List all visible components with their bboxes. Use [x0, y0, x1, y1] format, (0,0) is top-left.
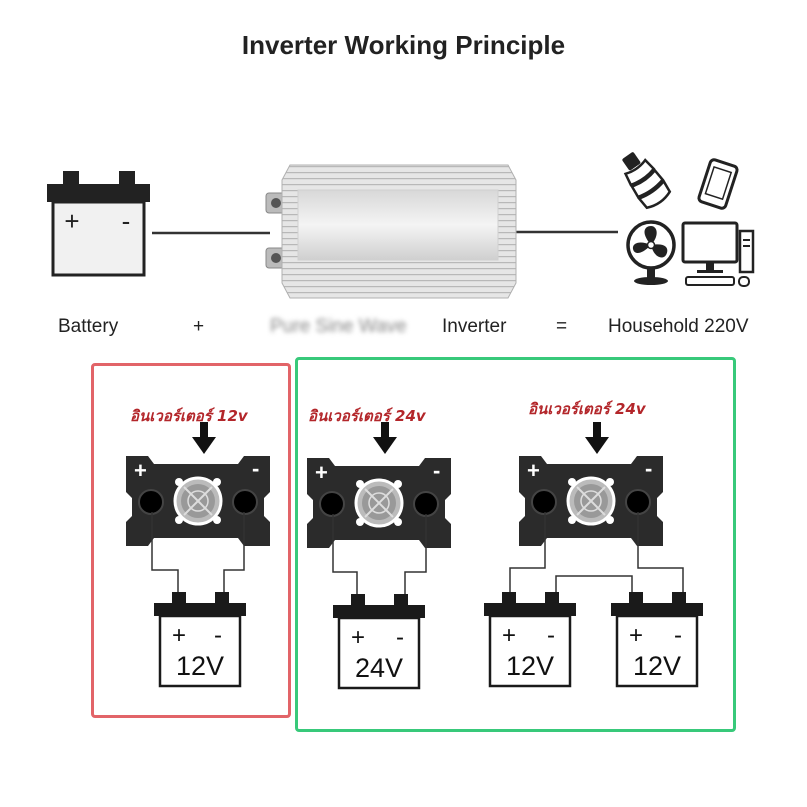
- inverter-device-icon: [265, 164, 517, 299]
- label-blurred-brand: Pure Sine Wave: [270, 316, 407, 337]
- battery-minus-sign: -: [674, 622, 682, 649]
- label-inverter: Inverter: [442, 316, 507, 337]
- arrow-down-icon: [192, 422, 216, 454]
- inverter-plus-sign: +: [527, 458, 540, 483]
- battery-voltage: 12V: [632, 651, 682, 681]
- battery-minus-sign: -: [547, 622, 555, 649]
- wire-negative: [637, 512, 684, 594]
- config-label-12v: อินเวอร์เตอร์ 12v: [130, 407, 248, 425]
- battery-minus-sign: -: [396, 624, 404, 651]
- config-label-24v-single: อินเวอร์เตอร์ 24v: [308, 407, 426, 425]
- wire-positive: [332, 514, 358, 596]
- inverter-minus-sign: -: [433, 458, 441, 483]
- frame-single-battery: [91, 363, 291, 718]
- wire-positive: [509, 512, 546, 594]
- battery-plus-sign: +: [172, 622, 187, 649]
- battery-plus-sign: +: [502, 622, 517, 649]
- arrow-down-icon: [585, 422, 609, 454]
- smartphone-icon: [697, 158, 739, 210]
- arrow-down-icon: [373, 422, 397, 454]
- inverter-24v: [305, 456, 453, 550]
- inverter-minus-sign: -: [645, 456, 653, 481]
- battery-plus-sign: +: [351, 624, 366, 651]
- inverter-plus-sign: +: [134, 458, 147, 483]
- label-equals: =: [556, 316, 568, 337]
- car-battery-icon: + -: [47, 171, 150, 277]
- inverter-plus-sign: +: [315, 460, 328, 485]
- config-label-24v-series: อินเวอร์เตอร์ 24v: [528, 400, 646, 418]
- label-plus: +: [193, 316, 205, 337]
- inverter-minus-sign: -: [252, 456, 260, 481]
- battery-plus-sign: +: [629, 622, 644, 649]
- desktop-computer-icon: [681, 221, 755, 287]
- label-battery: Battery: [58, 316, 119, 337]
- battery-minus-sign: -: [214, 622, 222, 649]
- inverter-24v-series: [517, 454, 665, 548]
- label-household: Household 220V: [608, 316, 749, 337]
- battery-voltage: 24V: [354, 653, 404, 683]
- page-title: Inverter Working Principle: [241, 30, 566, 60]
- wire-series-link: [555, 575, 633, 594]
- battery-voltage: 12V: [175, 651, 225, 681]
- battery-plus-sign: +: [64, 206, 79, 236]
- wire-positive: [151, 512, 179, 594]
- inverter-12v: [124, 454, 272, 548]
- fan-icon: [626, 220, 676, 285]
- light-bulb-icon: [622, 152, 672, 210]
- battery-minus-sign: -: [122, 206, 131, 236]
- battery-voltage: 12V: [505, 651, 555, 681]
- wire-negative: [404, 514, 427, 596]
- frame-series-batteries: [295, 357, 736, 732]
- wire-negative: [223, 512, 245, 594]
